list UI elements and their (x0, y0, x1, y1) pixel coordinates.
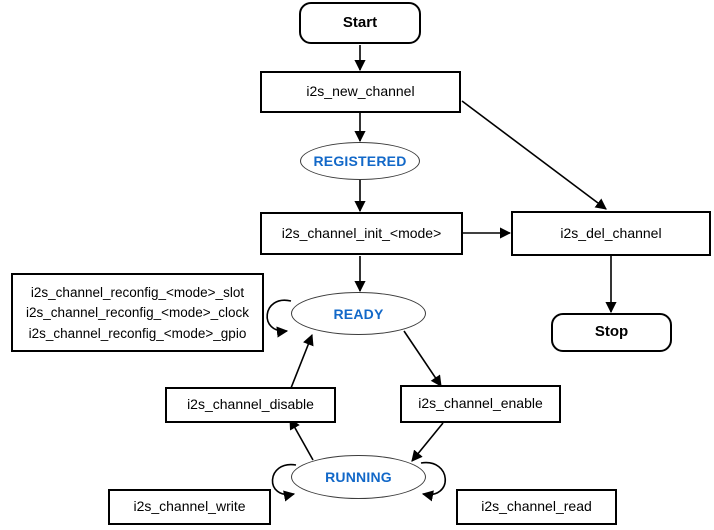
node-i2s-channel-disable-label: i2s_channel_disable (187, 396, 314, 413)
node-i2s-channel-write[interactable]: i2s_channel_write (108, 489, 271, 525)
node-i2s-new-channel-label: i2s_new_channel (306, 83, 415, 100)
node-i2s-channel-enable-label: i2s_channel_enable (418, 395, 543, 412)
edge-disable-to-ready (290, 333, 314, 389)
terminal-stop-label: Stop (594, 323, 629, 341)
node-i2s-del-channel-label: i2s_del_channel (560, 224, 662, 241)
node-i2s-channel-read-label: i2s_channel_read (481, 498, 592, 515)
node-i2s-channel-read[interactable]: i2s_channel_read (456, 489, 617, 525)
state-registered-label: REGISTERED (313, 153, 407, 169)
node-reconfig-functions[interactable]: i2s_channel_reconfig_<mode>_slot i2s_cha… (11, 273, 264, 352)
edge-ready-to-enable (403, 330, 442, 387)
state-registered[interactable]: REGISTERED (300, 142, 420, 180)
node-i2s-channel-disable[interactable]: i2s_channel_disable (165, 387, 336, 423)
state-running[interactable]: RUNNING (291, 455, 426, 499)
node-i2s-channel-enable[interactable]: i2s_channel_enable (400, 385, 561, 423)
node-i2s-channel-init-mode[interactable]: i2s_channel_init_<mode> (260, 212, 463, 255)
state-ready-label: READY (333, 305, 384, 322)
node-i2s-channel-write-label: i2s_channel_write (133, 498, 246, 515)
edge-ready-self-loop (266, 299, 292, 338)
state-running-label: RUNNING (325, 469, 392, 485)
edge-new-channel-to-del-channel (461, 100, 607, 210)
terminal-stop[interactable]: Stop (551, 313, 672, 352)
node-i2s-channel-init-mode-label: i2s_channel_init_<mode> (281, 224, 442, 241)
node-i2s-new-channel[interactable]: i2s_new_channel (260, 71, 461, 113)
terminal-start-label: Start (342, 13, 378, 31)
terminal-start[interactable]: Start (299, 2, 421, 44)
reconfig-line-clock: i2s_channel_reconfig_<mode>_clock (26, 305, 249, 321)
node-i2s-del-channel[interactable]: i2s_del_channel (511, 211, 711, 256)
reconfig-line-slot: i2s_channel_reconfig_<mode>_slot (30, 285, 245, 300)
reconfig-line-gpio: i2s_channel_reconfig_<mode>_gpio (28, 325, 247, 341)
edge-enable-to-running (411, 422, 444, 462)
state-ready[interactable]: READY (291, 292, 426, 335)
edge-running-to-disable (289, 418, 314, 461)
